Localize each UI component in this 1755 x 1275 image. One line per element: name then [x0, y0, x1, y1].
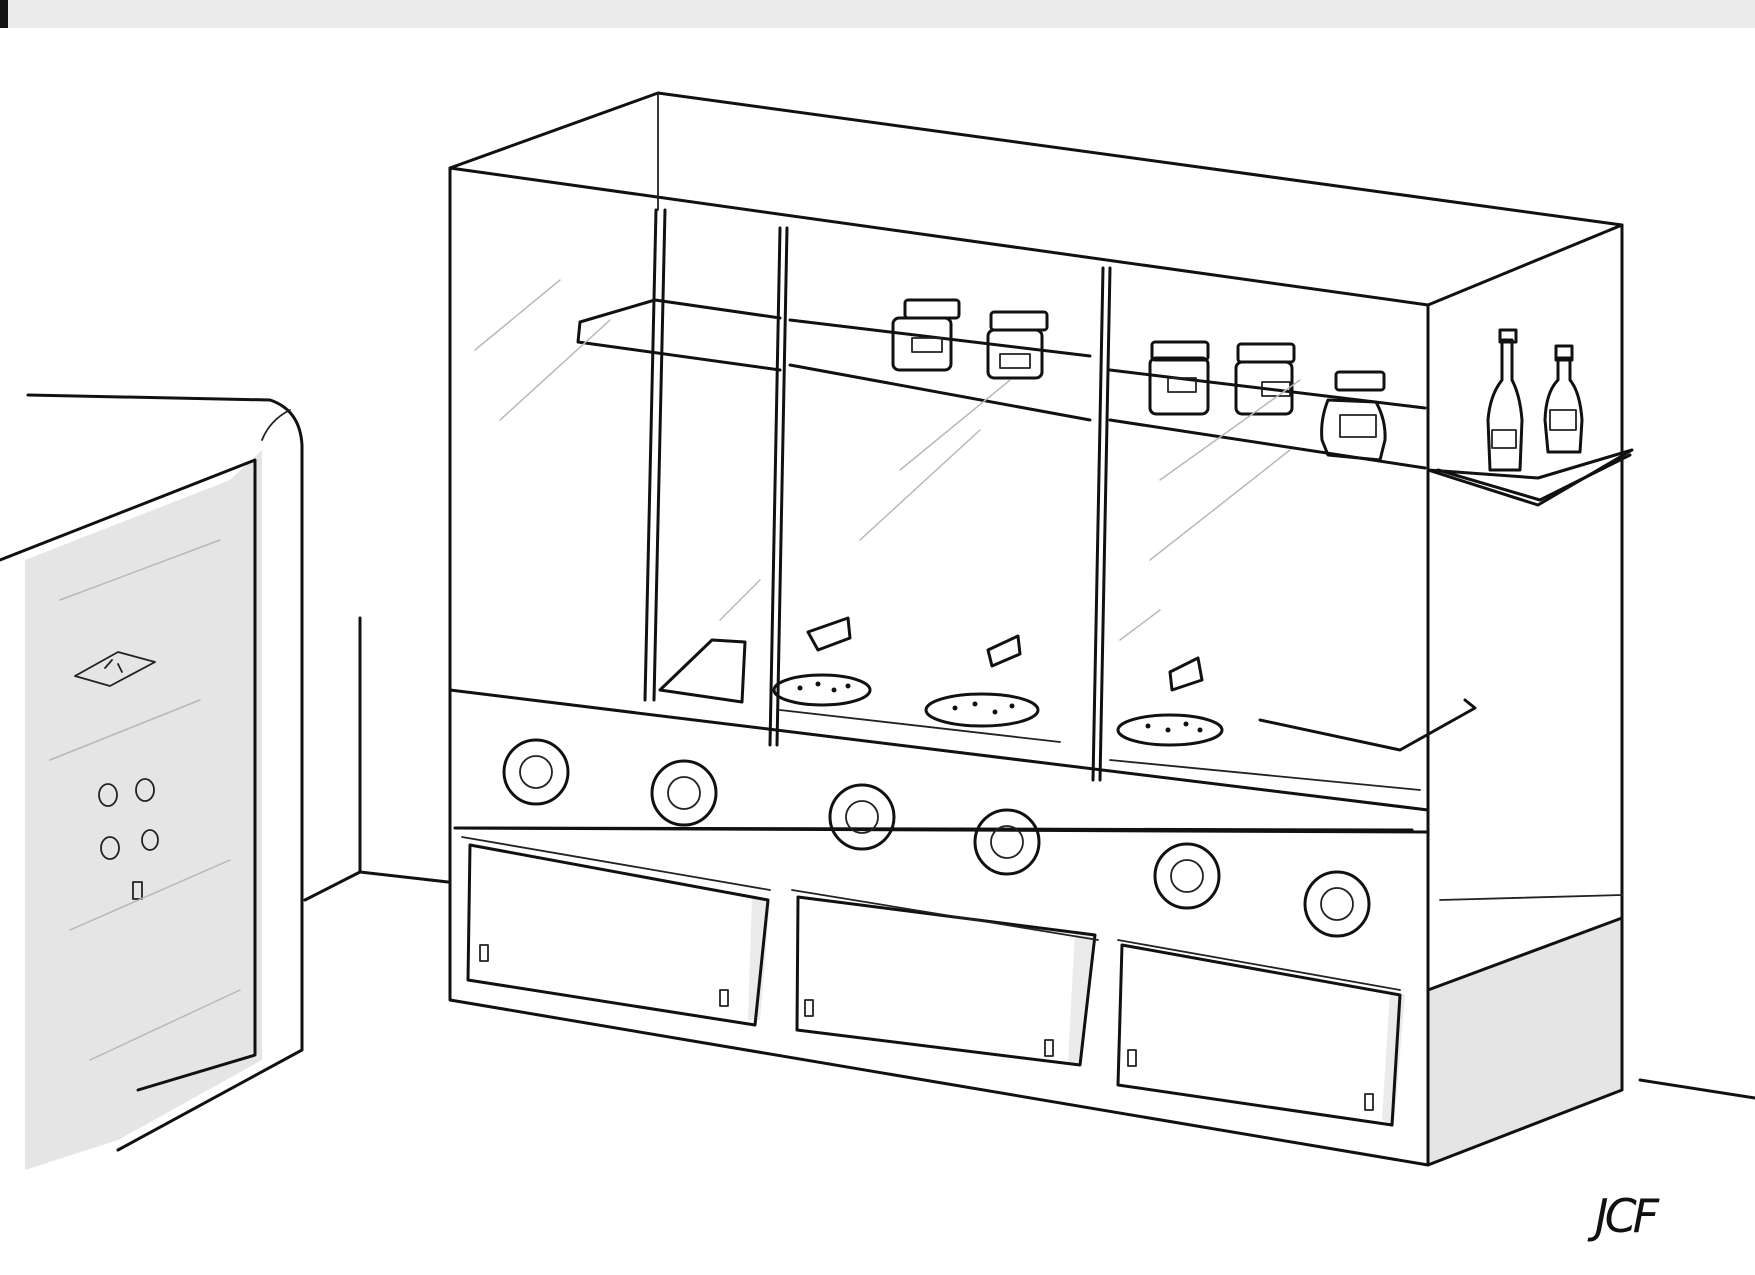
- room-floor-lines: [303, 616, 1755, 1100]
- dish-icon: [1116, 713, 1224, 747]
- food-dishes: [772, 616, 1224, 747]
- jar-icon: [1148, 340, 1210, 416]
- scan-border: [0, 0, 1755, 28]
- bottle-icon: [1486, 328, 1524, 472]
- display-cabinet-sketch: JCF: [0, 91, 1755, 1243]
- drawer: [461, 836, 771, 1027]
- glass-display-cabinet: [448, 91, 1624, 1167]
- jars: [891, 298, 1584, 472]
- porthole-icon: [502, 738, 570, 806]
- porthole-icon: [828, 783, 896, 851]
- dish-icon: [772, 673, 872, 707]
- artist-signature: JCF: [1587, 1189, 1660, 1243]
- jar-icon: [891, 298, 961, 372]
- console-knob-icon: [98, 778, 159, 860]
- drawer: [791, 889, 1099, 1067]
- porthole-icon: [1303, 870, 1371, 938]
- porthole-icon: [1153, 842, 1221, 910]
- drawer: [1116, 939, 1405, 1127]
- dish-icon: [924, 692, 1040, 728]
- glove-port-icons: [502, 738, 1371, 938]
- jar-icon: [1320, 370, 1387, 462]
- jar-icon: [1234, 342, 1296, 416]
- porthole-icon: [973, 808, 1041, 876]
- scan-edge-mark: [0, 0, 8, 28]
- porthole-icon: [650, 759, 718, 827]
- jar-icon: [986, 310, 1049, 380]
- drawers: [461, 836, 1405, 1127]
- glass-reflections: [474, 279, 1301, 641]
- console-gauge-icon: [74, 651, 156, 687]
- bottle-icon: [1543, 344, 1584, 454]
- control-console: [0, 393, 304, 1170]
- console-switch-icon: [132, 881, 143, 900]
